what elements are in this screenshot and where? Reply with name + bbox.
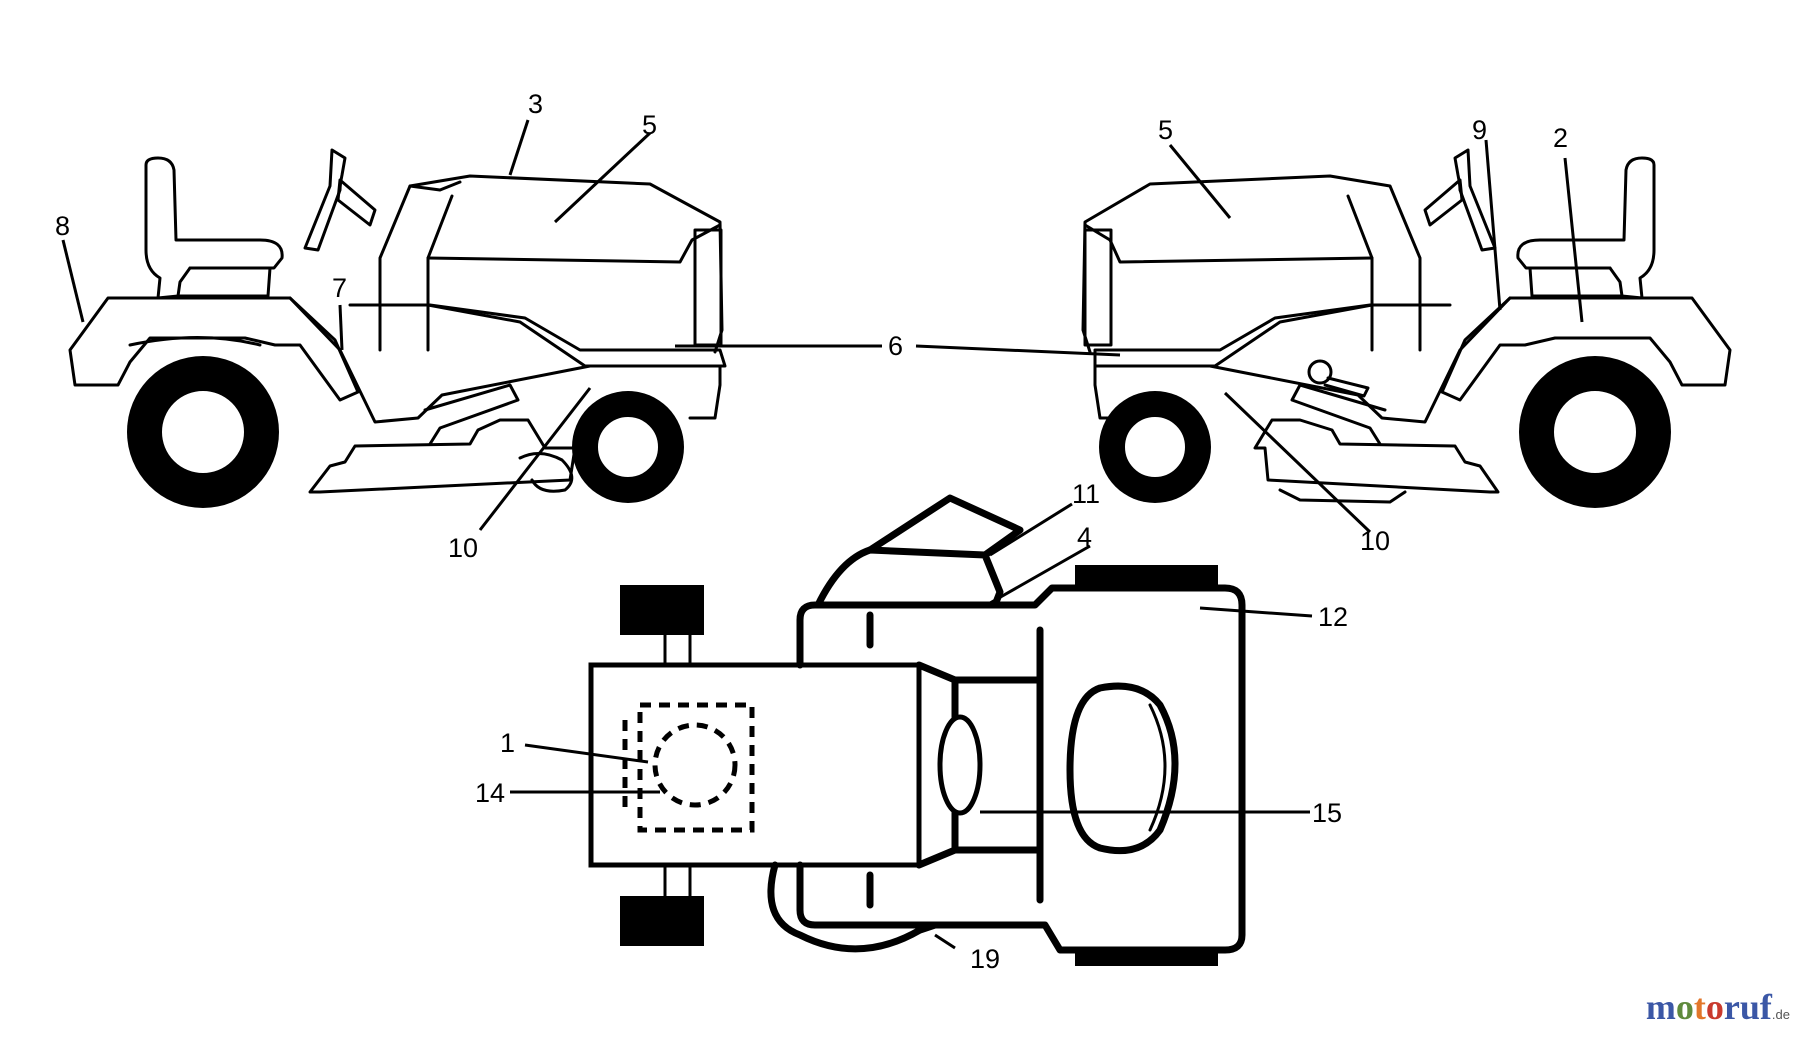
callout-15: 15 (1312, 798, 1342, 828)
callout-4: 4 (1077, 522, 1092, 552)
callout-12: 12 (1318, 602, 1348, 632)
callout-11: 11 (1072, 479, 1100, 509)
callout-leaders (61, 119, 1584, 950)
watermark-logo: motoruf.de (1645, 987, 1790, 1027)
callout-9: 9 (1472, 115, 1487, 145)
callout-10-left: 10 (448, 533, 478, 563)
tractor-right-side-view (1081, 148, 1732, 508)
callout-2: 2 (1553, 123, 1568, 153)
callout-3: 3 (528, 89, 543, 119)
tractor-left-side-view (68, 148, 727, 508)
callout-14: 14 (475, 778, 505, 808)
tractor-top-view (588, 494, 1246, 966)
callout-8: 8 (55, 211, 70, 241)
callout-numbers: 3 5 8 7 6 10 5 9 2 10 11 4 12 1 14 15 19 (55, 89, 1568, 974)
callout-5-left: 5 (642, 110, 657, 140)
callout-10-right: 10 (1360, 526, 1390, 556)
callout-1: 1 (500, 728, 515, 758)
callout-6: 6 (888, 331, 903, 361)
callout-5-right: 5 (1158, 115, 1173, 145)
callout-19: 19 (970, 944, 1000, 974)
callout-7: 7 (332, 273, 347, 303)
